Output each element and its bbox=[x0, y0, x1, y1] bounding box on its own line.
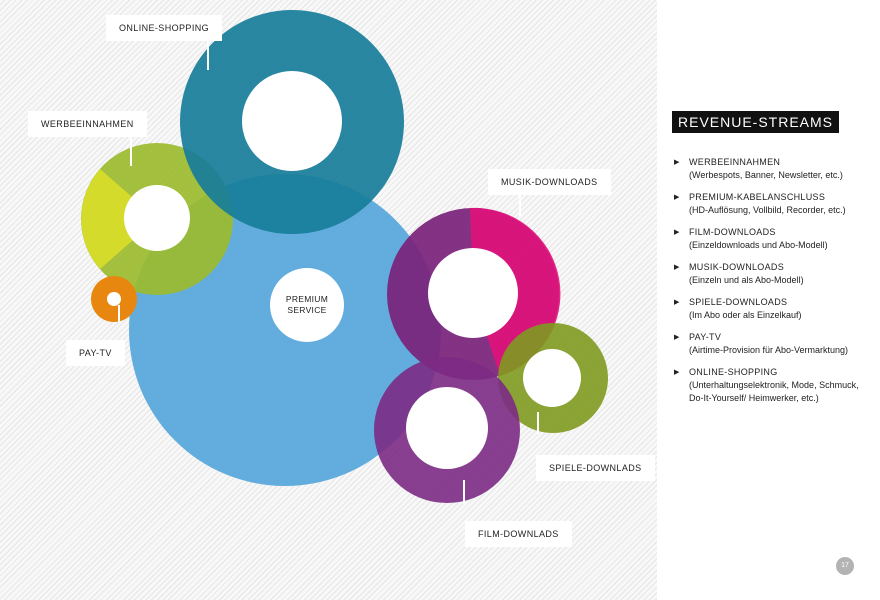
legend-item: ▶ ONLINE-SHOPPING (Unterhaltungselektronik… bbox=[674, 366, 874, 405]
legend-list: ▶ WERBEEINNAHMEN (Werbespots, Banner, News… bbox=[674, 156, 874, 414]
legend-item-name: FILM-DOWNLOADS bbox=[689, 227, 776, 237]
legend-item-description: (Im Abo oder als Einzelkauf) bbox=[689, 310, 802, 320]
pay-tv-ring-hole bbox=[107, 292, 121, 306]
page-number: 17 bbox=[836, 557, 854, 575]
film-downloads-ring-hole bbox=[406, 387, 488, 469]
triangle-right-icon: ▶ bbox=[674, 369, 680, 376]
premium-service-hole bbox=[270, 268, 344, 342]
callout-pay-tv: PAY-TV bbox=[66, 340, 125, 366]
triangle-right-icon: ▶ bbox=[674, 229, 680, 236]
legend-item-description: (Unterhaltungselektronik, Mode, Schmuck,… bbox=[689, 380, 859, 403]
werbeeinnahmen-ring-hole bbox=[124, 185, 190, 251]
triangle-right-icon: ▶ bbox=[674, 299, 680, 306]
musik-downloads-ring-hole bbox=[428, 248, 518, 338]
revenue-streams-diagram bbox=[81, 10, 608, 504]
legend-item: ▶ MUSIK-DOWNLOADS (Einzeln und als Abo-Mod… bbox=[674, 261, 874, 287]
legend-item-description: (HD-Auflösung, Vollbild, Recorder, etc.) bbox=[689, 205, 846, 215]
callout-film-downlads: FILM-DOWNLADS bbox=[465, 521, 572, 547]
legend-item: ▶ FILM-DOWNLOADS (Einzeldownloads und Abo-… bbox=[674, 226, 874, 252]
legend-item-description: (Airtime-Provision für Abo-Vermarktung) bbox=[689, 345, 849, 355]
werbeeinnahmen-ring-accent bbox=[81, 169, 157, 269]
callout-werbeeinnahmen: WERBEEINNAHMEN bbox=[28, 111, 147, 137]
spiele-downloads-ring-hole bbox=[523, 349, 581, 407]
triangle-right-icon: ▶ bbox=[674, 334, 680, 341]
callout-online-shopping: ONLINE-SHOPPING bbox=[106, 15, 223, 41]
triangle-right-icon: ▶ bbox=[674, 264, 680, 271]
online-shopping-ring-hole bbox=[242, 71, 342, 171]
legend-item-description: (Einzeln und als Abo-Modell) bbox=[689, 275, 804, 285]
callout-connectors bbox=[118, 40, 539, 504]
legend-item-description: (Werbespots, Banner, Newsletter, etc.) bbox=[689, 170, 843, 180]
legend-item-description: (Einzeldownloads und Abo-Modell) bbox=[689, 240, 828, 250]
legend-item-name: SPIELE-DOWNLOADS bbox=[689, 297, 788, 307]
legend-item-name: ONLINE-SHOPPING bbox=[689, 367, 778, 377]
premium-service-label-line2: SERVICE bbox=[287, 305, 327, 315]
premium-service-label-line1: PREMIUM bbox=[285, 294, 329, 304]
callout-musik-downloads: MUSIK-DOWNLOADS bbox=[488, 169, 611, 195]
legend-title: REVENUE-STREAMS bbox=[672, 111, 840, 133]
premium-service-label: PREMIUM SERVICE bbox=[262, 294, 352, 316]
triangle-right-icon: ▶ bbox=[674, 159, 680, 166]
legend-item: ▶ SPIELE-DOWNLOADS (Im Abo oder als Einzel… bbox=[674, 296, 874, 322]
legend-item-name: PAY-TV bbox=[689, 332, 722, 342]
legend-item: ▶ PREMIUM-KABELANSCHLUSS (HD-Auflösung, Vo… bbox=[674, 191, 874, 217]
legend-item-name: MUSIK-DOWNLOADS bbox=[689, 262, 785, 272]
diagram-panel: ONLINE-SHOPPING WERBEEINNAHMEN PAY-TV MU… bbox=[0, 0, 657, 600]
legend-item: ▶ WERBEEINNAHMEN (Werbespots, Banner, News… bbox=[674, 156, 874, 182]
callout-spiele-downlads: SPIELE-DOWNLADS bbox=[536, 455, 655, 481]
legend-item-name: PREMIUM-KABELANSCHLUSS bbox=[689, 192, 826, 202]
triangle-right-icon: ▶ bbox=[674, 194, 680, 201]
legend-item-name: WERBEEINNAHMEN bbox=[689, 157, 781, 167]
legend-panel bbox=[657, 0, 880, 600]
legend-item: ▶ PAY-TV (Airtime-Provision für Abo-Vermar… bbox=[674, 331, 874, 357]
